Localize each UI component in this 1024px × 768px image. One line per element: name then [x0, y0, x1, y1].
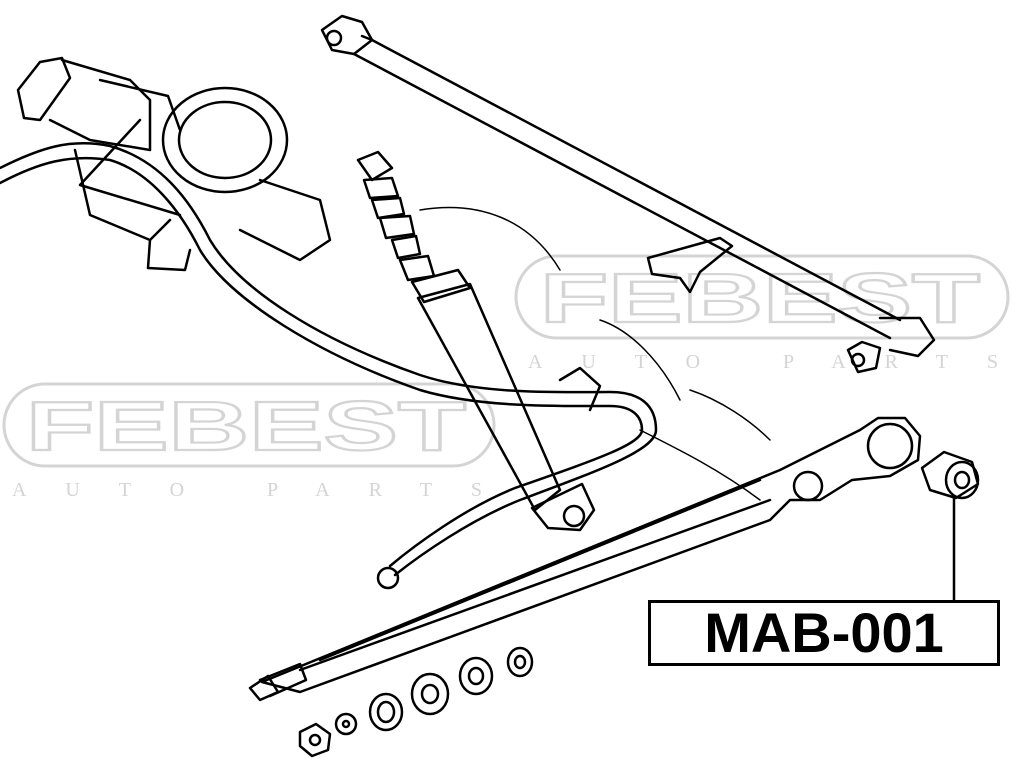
motion-lines	[419, 206, 771, 501]
axle-housing	[16, 56, 332, 272]
lower-control-arm	[248, 416, 922, 702]
bushing-mab-001	[920, 450, 980, 500]
shock-absorber	[356, 150, 596, 532]
watermark-tagline: AUTO PARTS	[528, 351, 998, 373]
stabilizer-bar	[0, 142, 658, 590]
part-number-label: MAB-001	[648, 600, 1000, 666]
lateral-rod	[320, 14, 936, 374]
hardware-parts	[298, 646, 534, 758]
watermark-brand: FEBEST	[540, 259, 980, 337]
watermark-right: FEBEST AUTO PARTS	[514, 254, 1010, 373]
watermark-tagline: AUTO PARTS	[12, 479, 482, 501]
watermark-brand: FEBEST	[26, 387, 466, 465]
watermark-left: FEBEST AUTO PARTS	[2, 382, 496, 501]
